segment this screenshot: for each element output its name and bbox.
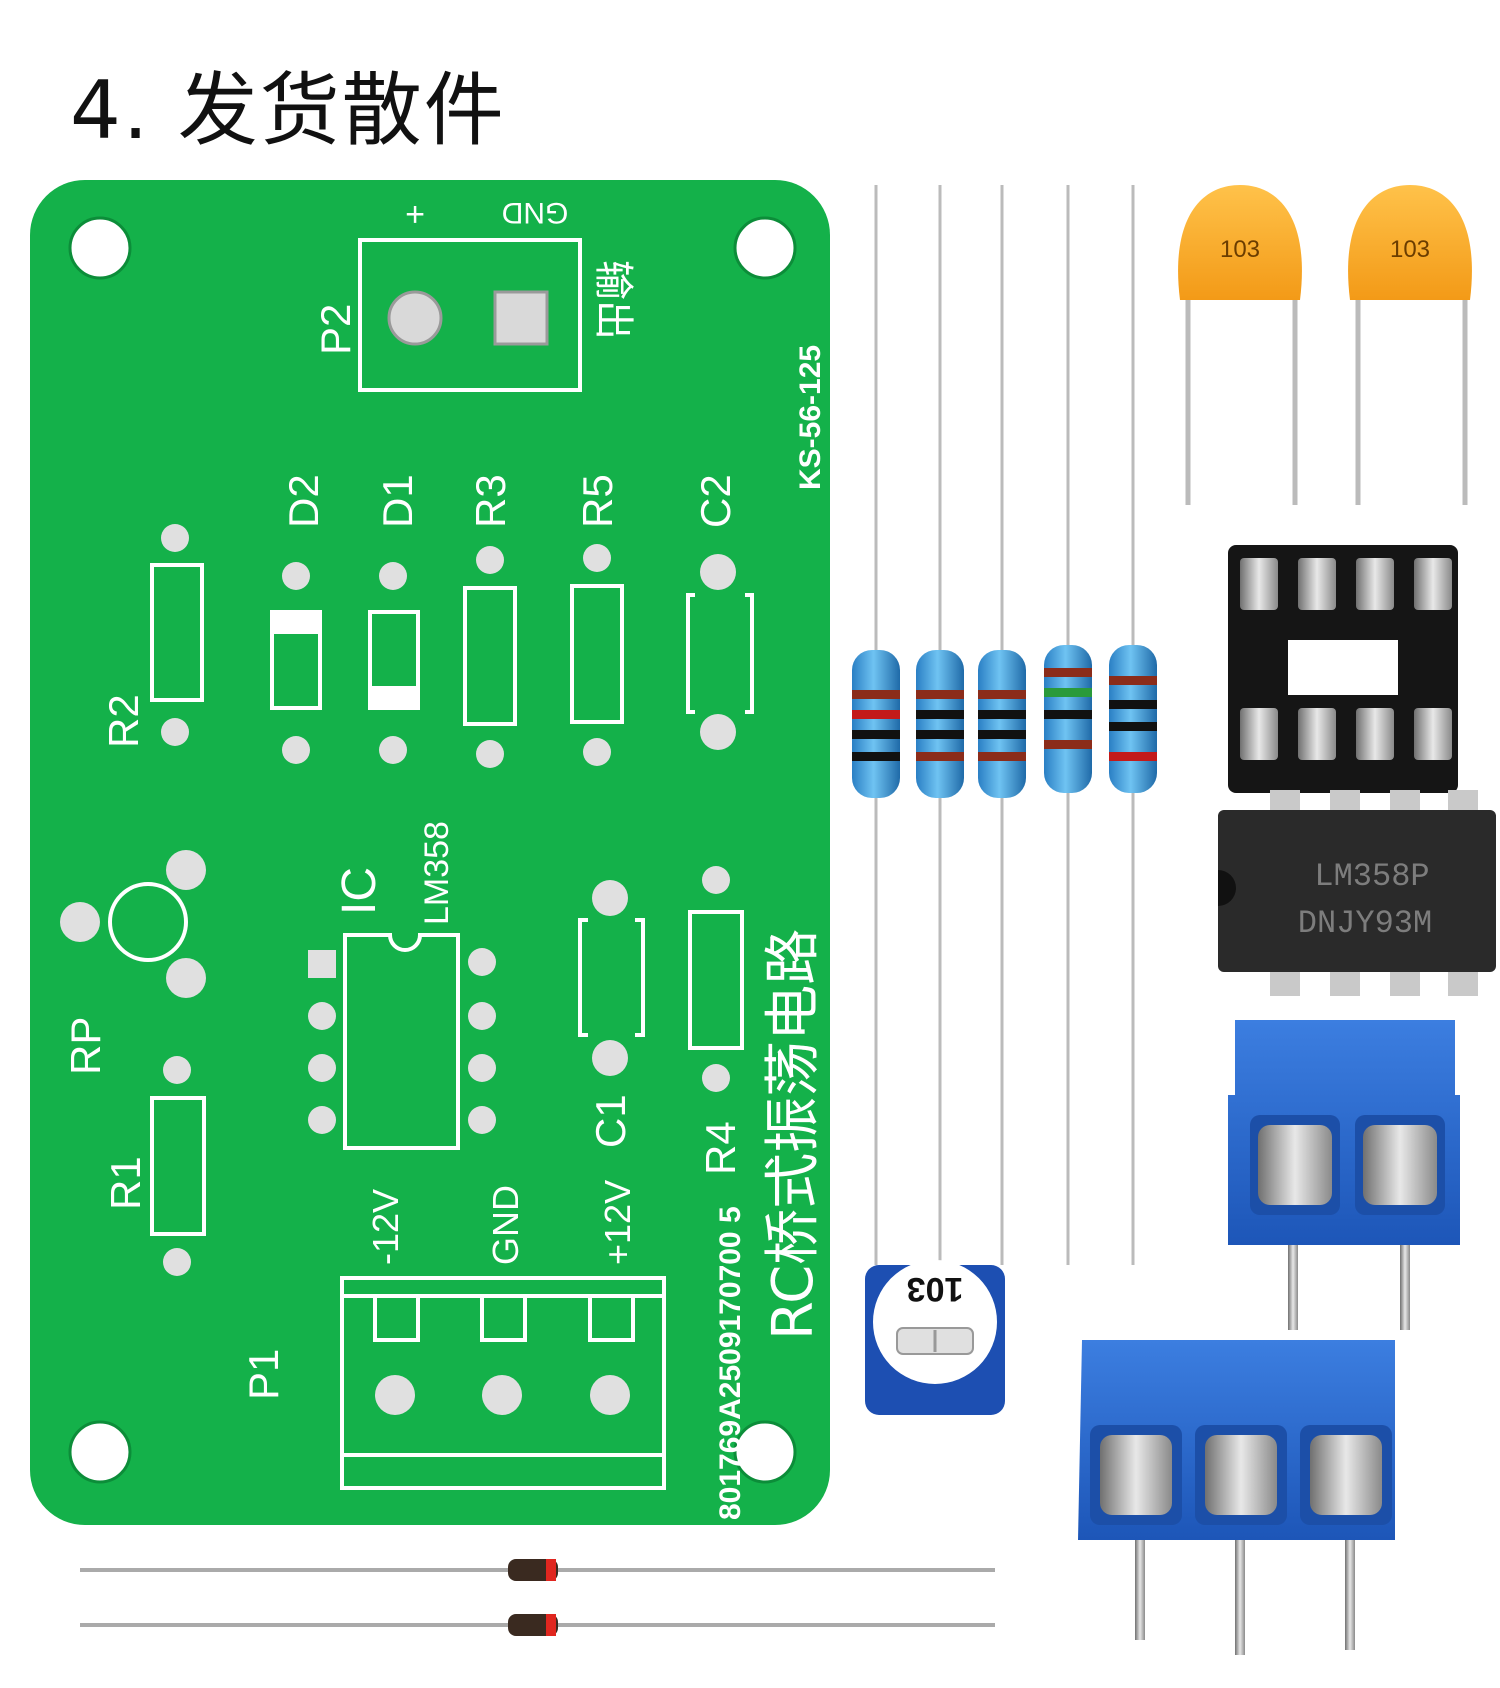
- ceramic-capacitor: 103: [1348, 185, 1472, 505]
- solder-pad: [308, 1002, 336, 1030]
- resistor: [852, 185, 900, 1265]
- solder-pad: [375, 1375, 415, 1415]
- mounting-hole: [68, 1420, 132, 1484]
- solder-pad: [387, 290, 443, 346]
- label-minus-12v: -12V: [365, 1189, 406, 1265]
- solder-pad: [161, 524, 189, 552]
- solder-pad: [166, 850, 206, 890]
- pcb-board: + GND P2 输出 KS-56-125 D2 D1 R3 R5 C2 R2: [30, 180, 830, 1525]
- lm358-chip: LM358P DNJY93M: [1218, 790, 1496, 996]
- r5-footprint: [570, 584, 624, 724]
- solder-pad: [468, 948, 496, 976]
- pcb-substrate: [30, 180, 830, 1525]
- p1-footprint: [340, 1276, 666, 1490]
- ic-marking-line1: LM358P: [1314, 858, 1429, 895]
- solder-pad: [590, 1375, 630, 1415]
- resistors: [852, 185, 1157, 1265]
- ic-socket: [1228, 545, 1458, 793]
- solder-pad: [583, 544, 611, 572]
- solder-pad: [163, 1248, 191, 1276]
- solder-pad: [592, 1040, 628, 1076]
- solder-pad: [163, 1056, 191, 1084]
- label-gnd-bottom: GND: [485, 1185, 526, 1265]
- diode: [80, 1559, 995, 1581]
- resistor: [916, 185, 964, 1265]
- terminal-block-2pin: [1228, 1020, 1460, 1330]
- label-r5: R5: [574, 474, 621, 528]
- label-board-title: RC桥式振荡电路: [761, 929, 826, 1340]
- solder-pad: [468, 1054, 496, 1082]
- terminal-block-3pin: [1078, 1340, 1395, 1655]
- trimmer-potentiometer: 103: [865, 1260, 1005, 1415]
- solder-pad: [476, 546, 504, 574]
- solder-pad: [702, 1064, 730, 1092]
- mounting-hole: [68, 216, 132, 280]
- solder-pad: [282, 736, 310, 764]
- label-output: 输出: [590, 260, 636, 340]
- label-p1: P1: [240, 1349, 287, 1400]
- label-r2: R2: [100, 694, 147, 748]
- r1-footprint: [150, 1096, 206, 1236]
- label-ic: IC: [333, 867, 386, 915]
- p1-notches: [373, 1296, 635, 1342]
- label-plus: +: [405, 195, 425, 233]
- ceramic-capacitor: 103: [1178, 185, 1302, 505]
- solder-pad: [482, 1375, 522, 1415]
- solder-pad: [308, 1106, 336, 1134]
- solder-pad: [166, 958, 206, 998]
- solder-pad: [60, 902, 100, 942]
- c2-footprint: [686, 593, 754, 714]
- solder-pad: [700, 554, 736, 590]
- r3-footprint: [463, 586, 517, 726]
- label-r1: R1: [102, 1156, 149, 1210]
- solder-pad: [379, 736, 407, 764]
- label-d2: D2: [280, 474, 327, 528]
- solder-pad: [592, 880, 628, 916]
- label-model: KS-56-125: [794, 345, 827, 490]
- resistor: [978, 185, 1026, 1265]
- label-d1: D1: [374, 474, 421, 528]
- solder-pad: [161, 718, 189, 746]
- mounting-hole: [733, 1420, 797, 1484]
- ic-footprint: [343, 933, 460, 1150]
- solder-pad-square: [308, 950, 336, 978]
- d1-band: [370, 686, 418, 708]
- solder-pad: [583, 738, 611, 766]
- d2-band: [272, 612, 320, 634]
- page-heading: 4. 发货散件: [70, 64, 506, 157]
- solder-pad: [379, 562, 407, 590]
- solder-pad: [702, 866, 730, 894]
- label-plus-12v: +12V: [597, 1180, 638, 1265]
- label-r3: R3: [467, 474, 514, 528]
- solder-pad-square: [493, 290, 549, 346]
- resistor: [1044, 185, 1092, 1265]
- solder-pad: [468, 1106, 496, 1134]
- label-r4: R4: [697, 1121, 744, 1175]
- diode: [80, 1614, 995, 1636]
- label-c2: C2: [692, 474, 739, 528]
- label-rp: RP: [62, 1017, 109, 1075]
- solder-pad: [282, 562, 310, 590]
- r4-footprint: [688, 910, 744, 1050]
- capacitor-marking: 103: [1390, 236, 1430, 263]
- solder-pad: [700, 714, 736, 750]
- r2-footprint: [150, 563, 204, 702]
- label-lm358: LM358: [418, 821, 456, 925]
- solder-pad: [476, 740, 504, 768]
- rp-footprint: [108, 882, 188, 962]
- ic-marking-line2: DNJY93M: [1298, 905, 1432, 942]
- label-c1: C1: [587, 1094, 634, 1148]
- label-serial: 801769A2509170700 5: [714, 1206, 747, 1520]
- resistor: [1109, 185, 1157, 1265]
- label-p2: P2: [312, 304, 359, 355]
- label-gnd-top: GND: [502, 196, 569, 229]
- c1-footprint: [578, 918, 645, 1037]
- p2-footprint: [358, 238, 582, 392]
- solder-pad: [468, 1002, 496, 1030]
- capacitor-marking: 103: [1220, 236, 1260, 263]
- solder-pad: [308, 1054, 336, 1082]
- trimmer-marking: 103: [907, 1270, 964, 1308]
- mounting-hole: [733, 216, 797, 280]
